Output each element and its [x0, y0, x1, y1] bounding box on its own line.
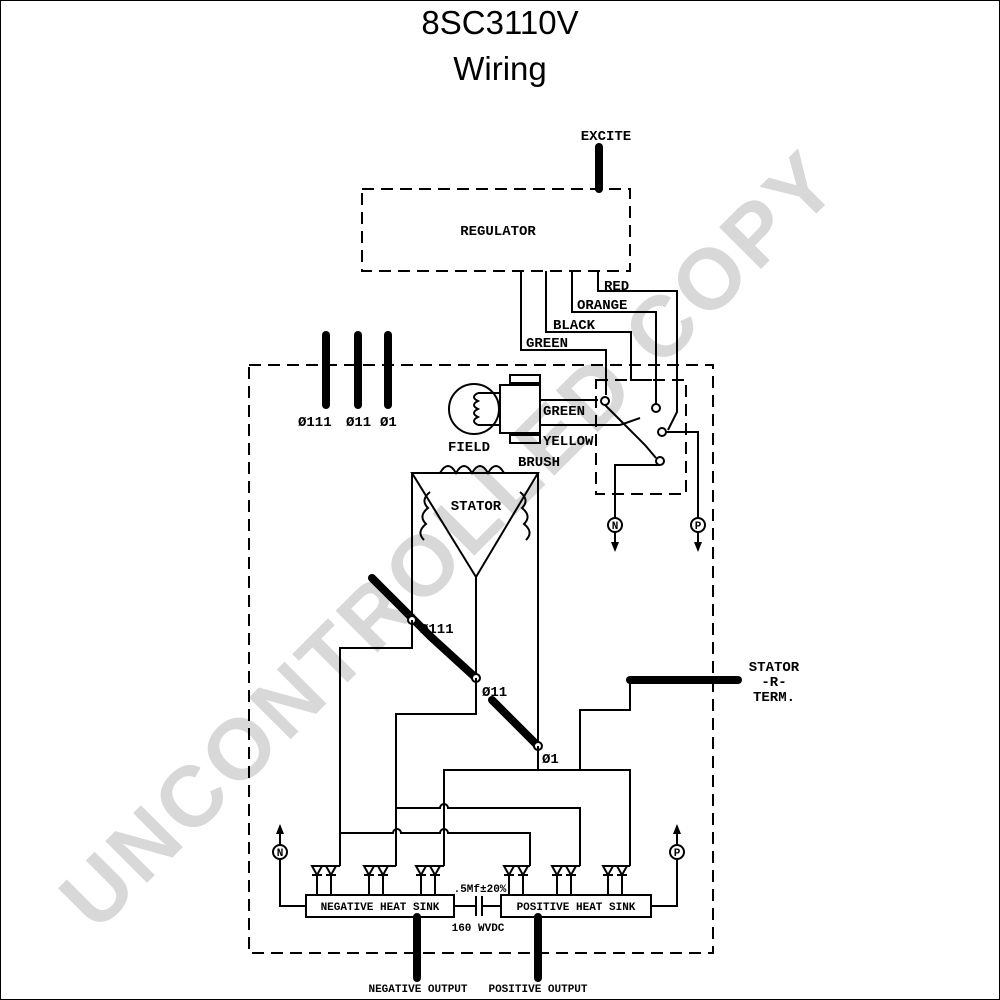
connector-node — [655, 456, 665, 466]
phase3-label: Ø111 — [420, 622, 454, 638]
stator-r-label-3: TERM. — [753, 690, 795, 706]
stator-winding — [410, 465, 540, 745]
brush-green-label: GREEN — [543, 404, 585, 420]
stator-label: STATOR — [451, 499, 502, 515]
svg-text:N: N — [612, 521, 619, 533]
svg-text:P: P — [674, 848, 681, 860]
field-coil — [448, 383, 500, 435]
phase1-lead — [488, 696, 542, 750]
positive-heat-sink-label: POSITIVE HEAT SINK — [517, 902, 636, 914]
n-terminal-lower: N — [272, 824, 288, 860]
phase2-label: Ø11 — [482, 685, 507, 701]
regulator-connector — [595, 379, 687, 495]
stator-r-label-1: STATOR — [749, 660, 800, 676]
phase3-lead — [368, 574, 434, 640]
alternator-housing — [248, 364, 714, 954]
svg-text:P: P — [695, 521, 702, 533]
p-terminal-upper: P — [690, 517, 706, 552]
excite-label: EXCITE — [581, 129, 631, 145]
phase3-top-label: Ø111 — [298, 415, 332, 431]
wire-label-red: RED — [604, 279, 629, 295]
phase2-lead — [426, 632, 480, 682]
connector-node — [657, 427, 667, 437]
connector-node — [651, 403, 661, 413]
regulator-label: REGULATOR — [460, 224, 536, 240]
p-lead — [666, 431, 699, 518]
regulator-box: REGULATOR — [361, 188, 631, 272]
connector-node — [600, 396, 610, 406]
diagram-subtitle: Wiring — [453, 50, 547, 87]
wire-label-black: BLACK — [553, 318, 596, 334]
diagram-title: 8SC3110V — [421, 4, 579, 41]
negative-heat-sink-label: NEGATIVE HEAT SINK — [321, 902, 440, 914]
stator-r-label-2: -R- — [761, 675, 786, 691]
n-terminal-upper: N — [607, 517, 623, 552]
positive-diodes — [502, 865, 630, 894]
capacitor — [454, 896, 501, 916]
phase1-label: Ø1 — [542, 752, 559, 768]
p-terminal-lower: P — [669, 824, 685, 860]
rectifier-wiring — [339, 620, 631, 866]
brush-label: BRUSH — [518, 455, 560, 471]
capacitor-value: .5Mf±20% — [454, 884, 507, 896]
phase2-top-label: Ø11 — [346, 415, 371, 431]
n-bottom-lead — [279, 860, 306, 907]
wire-label-green: GREEN — [526, 336, 568, 352]
negative-output-label: NEGATIVE OUTPUT — [368, 984, 467, 996]
positive-output-label: POSITIVE OUTPUT — [488, 984, 587, 996]
negative-diodes — [310, 865, 444, 894]
n-lead — [614, 464, 660, 518]
svg-text:N: N — [277, 848, 284, 860]
p-bottom-lead — [651, 860, 678, 907]
capacitor-voltage: 160 WVDC — [452, 923, 505, 935]
brush-assembly — [499, 374, 641, 444]
phase1-top-label: Ø1 — [380, 415, 397, 431]
brush-yellow-label: YELLOW — [543, 434, 594, 450]
field-label: FIELD — [448, 440, 490, 456]
wire-label-orange: ORANGE — [577, 298, 627, 314]
watermark: UNCONTROLLED COPY — [42, 132, 857, 947]
